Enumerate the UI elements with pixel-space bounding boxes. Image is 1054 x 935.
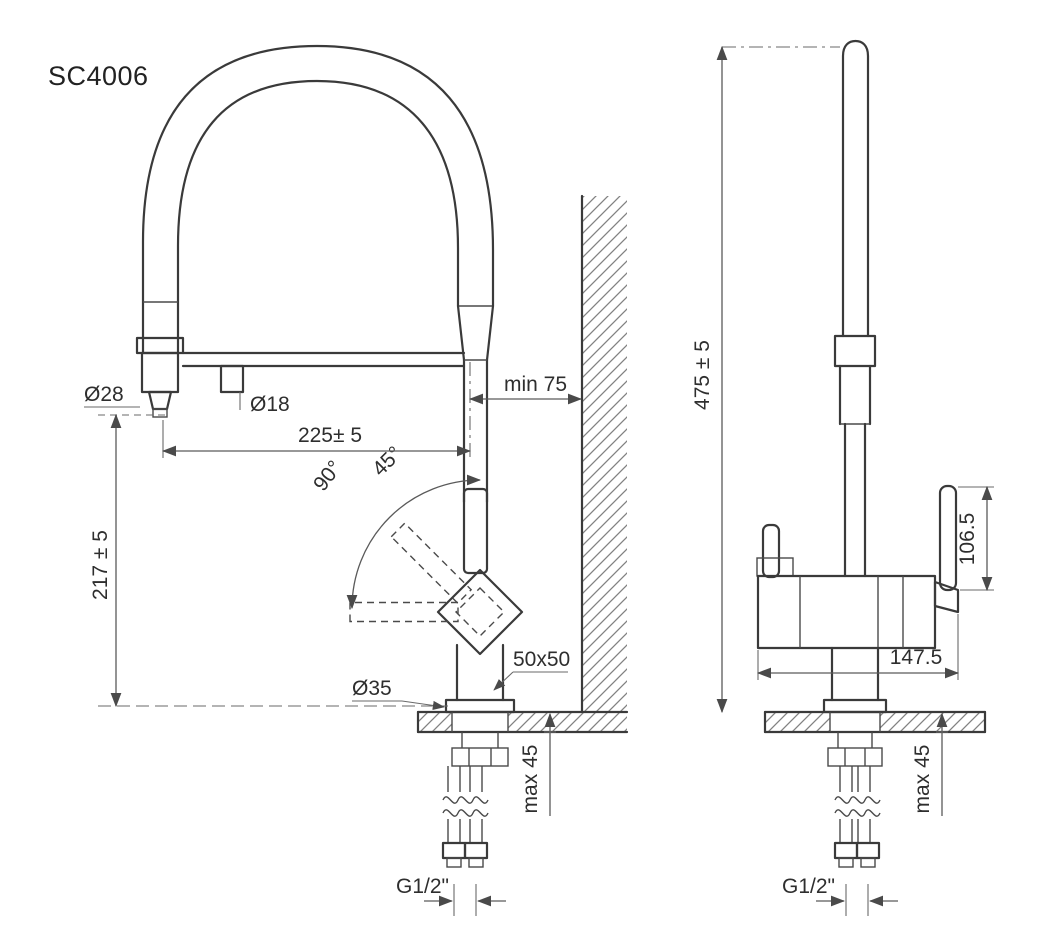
dim-stub-dia: Ø18 bbox=[239, 392, 290, 416]
angle-90-label: 90° bbox=[309, 456, 347, 495]
wall-section bbox=[580, 194, 627, 714]
model-number: SC4006 bbox=[48, 61, 149, 91]
left-handle-lever bbox=[761, 523, 781, 579]
right-handle-lever bbox=[938, 484, 958, 592]
min-wall-label: min 75 bbox=[504, 373, 567, 396]
spray-head-dia-label: Ø28 bbox=[84, 383, 124, 406]
overall-width-label: 147.5 bbox=[890, 646, 943, 669]
hose-fitting bbox=[855, 841, 881, 860]
counter-max-label: max 45 bbox=[519, 745, 542, 814]
gooseneck-spout bbox=[141, 44, 495, 362]
handle-90deg-dashed bbox=[349, 601, 459, 623]
dim-counter-max-side: max 45 bbox=[911, 712, 948, 816]
dim-spray-head-dia: Ø28 bbox=[84, 383, 140, 408]
dim-base-dia: Ø35 bbox=[352, 677, 445, 710]
hose-break-mark bbox=[834, 796, 881, 804]
body-size-label: 50x50 bbox=[513, 648, 570, 671]
holder-bar bbox=[181, 351, 466, 394]
mounting-hardware-side bbox=[827, 732, 883, 767]
handle-positions-dashed bbox=[349, 522, 505, 637]
dim-total-height: 475 ± 5 bbox=[691, 45, 840, 714]
total-height-label: 475 ± 5 bbox=[691, 340, 714, 410]
supply-hoses-front bbox=[441, 766, 489, 868]
span-label: 225± 5 bbox=[298, 424, 362, 447]
handle-rotation-arc: 90° 45° bbox=[309, 442, 482, 610]
dim-handle-length: 106.5 bbox=[956, 485, 994, 592]
front-view: 90° 45° bbox=[84, 44, 629, 916]
body-bar-side bbox=[756, 574, 937, 650]
supply-hoses-side bbox=[833, 766, 881, 868]
dim-body-size: 50x50 bbox=[493, 648, 570, 691]
mounting-nut-front bbox=[451, 747, 509, 767]
hose-break-mark bbox=[442, 809, 489, 817]
spray-head bbox=[135, 336, 185, 418]
mounting-nut-side bbox=[827, 747, 883, 767]
hose-fitting bbox=[441, 841, 467, 860]
handle-lever-front bbox=[462, 487, 489, 575]
stub-dia-label: Ø18 bbox=[250, 393, 290, 416]
hose-fitting bbox=[833, 841, 859, 860]
handle-body-diamond bbox=[436, 568, 524, 656]
mounting-hardware-front bbox=[451, 732, 509, 767]
dim-thread-front: G1/2" bbox=[396, 875, 506, 916]
thread-label: G1/2" bbox=[782, 875, 835, 898]
spout-side bbox=[833, 39, 877, 578]
counter-max-label: max 45 bbox=[911, 745, 934, 814]
hose-break-mark bbox=[834, 809, 881, 817]
handles-side bbox=[756, 484, 960, 614]
dim-thread-side: G1/2" bbox=[782, 875, 898, 916]
faucet-body-front bbox=[436, 358, 524, 714]
holder-stub bbox=[219, 364, 245, 394]
dim-overall-width: 147.5 bbox=[756, 614, 960, 680]
thread-label: G1/2" bbox=[396, 875, 449, 898]
holder-collar-side bbox=[833, 334, 877, 368]
hose-break-mark bbox=[442, 796, 489, 804]
countertop-side bbox=[763, 710, 987, 734]
side-view: 475 ± 5 106.5 147.5 max 45 G1/2" bbox=[691, 39, 994, 916]
faucet-body-side bbox=[756, 574, 937, 714]
dim-span: 225± 5 bbox=[161, 362, 472, 460]
countertop-front bbox=[416, 710, 629, 734]
dim-counter-max-front: max 45 bbox=[519, 712, 556, 816]
base-dia-label: Ø35 bbox=[352, 677, 392, 700]
spray-height-label: 217 ± 5 bbox=[89, 530, 112, 600]
hose-fitting bbox=[463, 841, 489, 860]
base-flange-front bbox=[444, 698, 516, 714]
base-flange-side bbox=[822, 698, 888, 714]
dim-min-wall: min 75 bbox=[468, 373, 583, 405]
angle-45-label: 45° bbox=[368, 442, 407, 481]
handle-length-label: 106.5 bbox=[956, 513, 979, 566]
dim-spray-height: 217 ± 5 bbox=[89, 413, 448, 708]
